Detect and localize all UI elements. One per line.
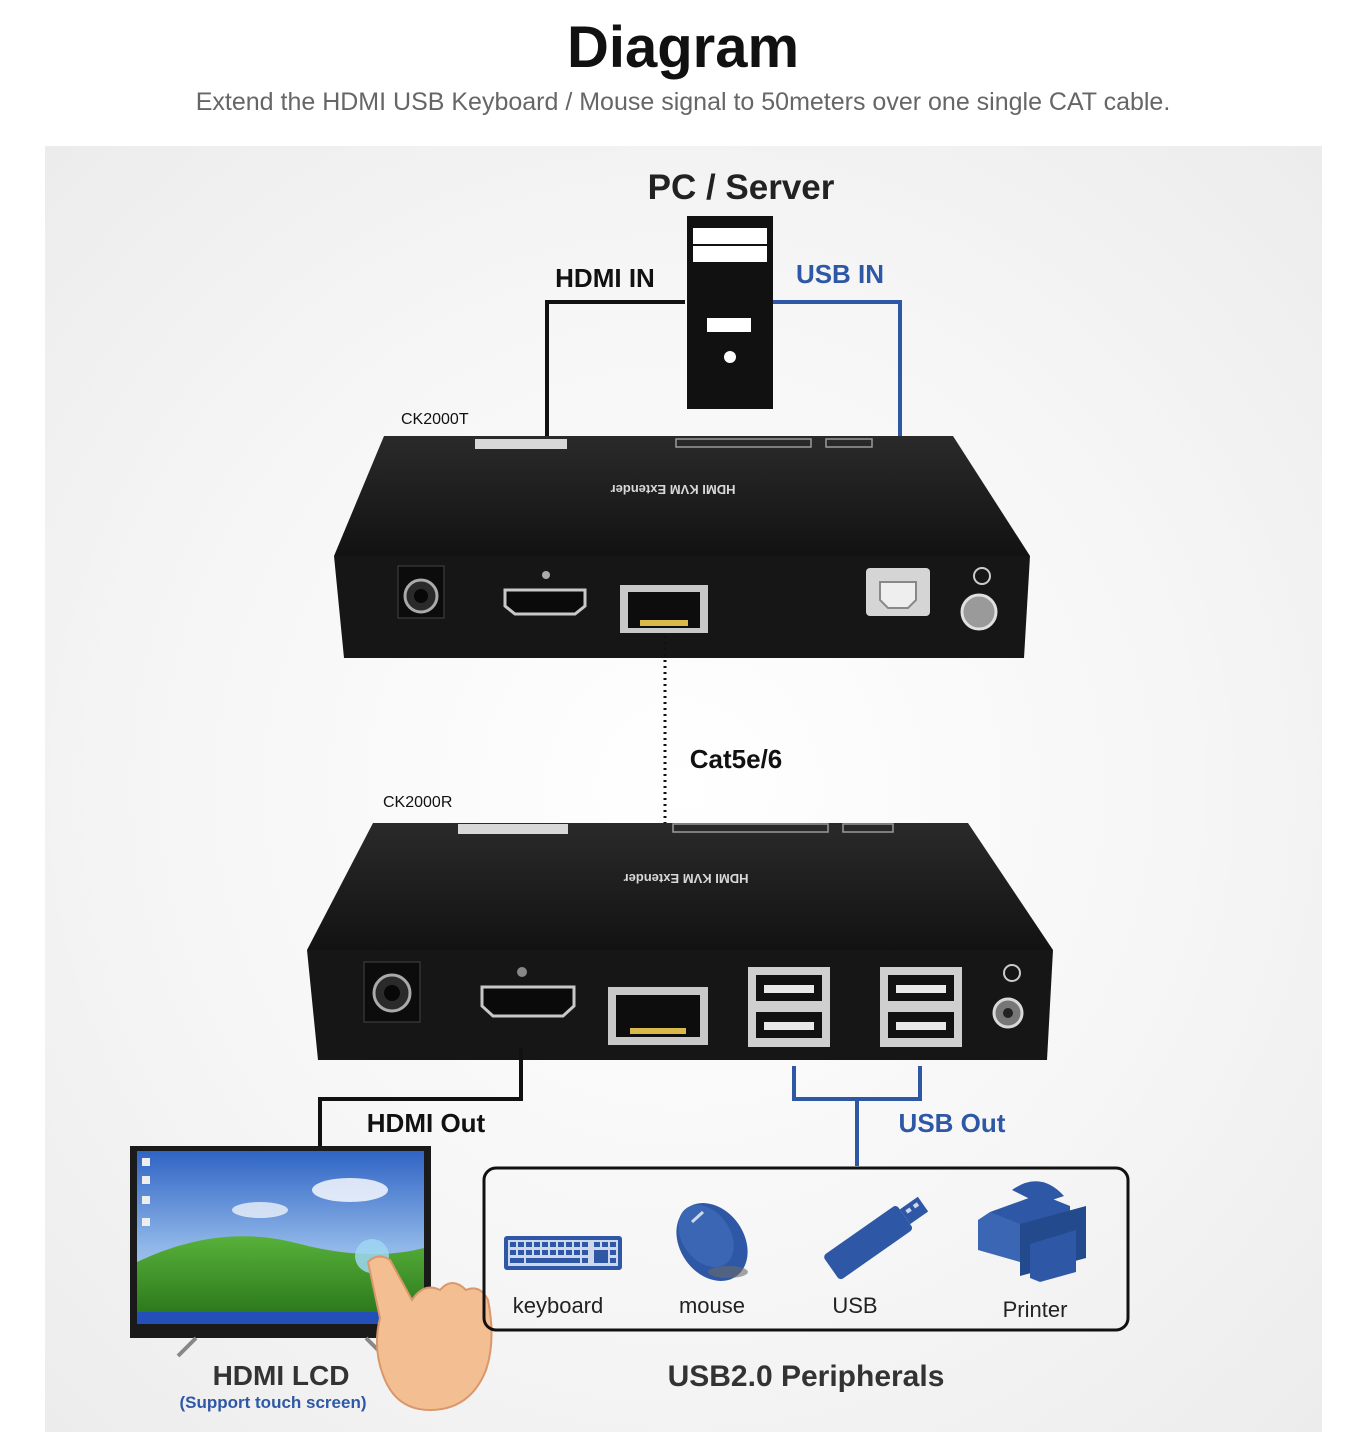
transmitter-model: CK2000T <box>401 411 469 428</box>
peripherals-title: USB2.0 Peripherals <box>668 1360 945 1393</box>
touch-hand-icon <box>366 1255 493 1412</box>
usb-in-label: USB IN <box>796 259 884 289</box>
peripheral-label-printer: Printer <box>1003 1297 1068 1322</box>
hdmi-out-label: HDMI Out <box>367 1108 486 1138</box>
transmitter-device: HDMI KVM Extender <box>334 436 1030 658</box>
touch-note: (Support touch screen) <box>179 1393 366 1412</box>
transmitter-ground-screw <box>960 593 998 631</box>
receiver-model: CK2000R <box>383 794 452 811</box>
page-title: Diagram <box>566 15 800 80</box>
pc-tower-icon <box>687 216 773 409</box>
transmitter-top-label: HDMI KVM Extender <box>611 482 736 497</box>
pc-server-label: PC / Server <box>648 168 835 207</box>
hdmi-in-label: HDMI IN <box>555 263 655 293</box>
transmitter-hdmi-logo <box>475 439 567 449</box>
page-subtitle: Extend the HDMI USB Keyboard / Mouse sig… <box>195 88 1171 116</box>
usb-drive-icon <box>824 1196 929 1280</box>
usb-out-label: USB Out <box>899 1108 1006 1138</box>
usb-out-bracket <box>792 1066 922 1101</box>
cable-label: Cat5e/6 <box>690 744 783 774</box>
hdmi-out-cable <box>318 1048 523 1146</box>
receiver-usb-a-ports-left <box>748 967 830 1047</box>
peripheral-label-usb: USB <box>832 1293 877 1318</box>
printer-icon <box>978 1181 1086 1282</box>
receiver-hdmi-logo <box>458 824 568 834</box>
peripheral-label-mouse: mouse <box>679 1293 745 1318</box>
peripheral-label-keyboard: keyboard <box>513 1293 604 1318</box>
keyboard-icon <box>504 1236 622 1270</box>
transmitter-hdmi-port <box>503 588 587 616</box>
receiver-usb-a-ports-right <box>880 967 962 1047</box>
peripherals-box <box>482 1166 1130 1332</box>
receiver-hdmi-port <box>480 985 576 1018</box>
receiver-top-label: HDMI KVM Extender <box>624 871 749 886</box>
mouse-icon <box>676 1203 748 1281</box>
receiver-device: HDMI KVM Extender <box>307 823 1053 1060</box>
hdmi-lcd-label: HDMI LCD <box>213 1360 350 1391</box>
